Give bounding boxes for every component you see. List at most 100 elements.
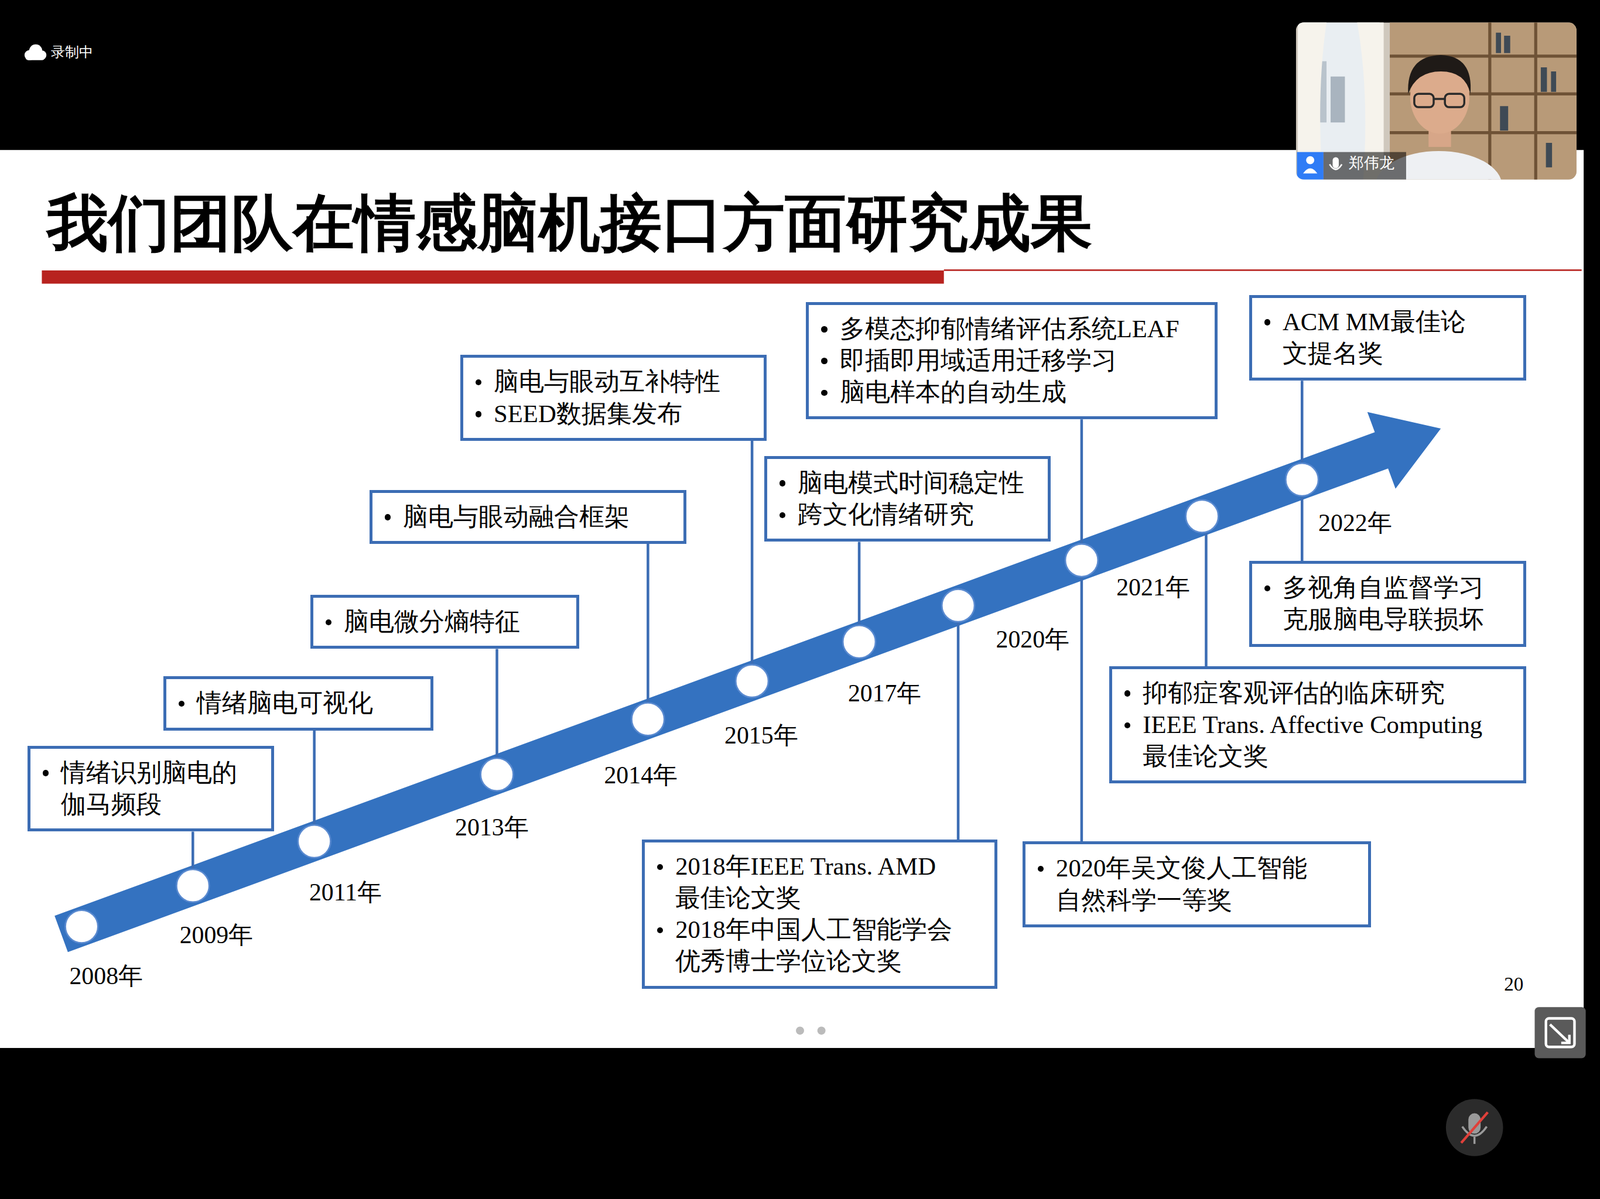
timeline-dot bbox=[480, 758, 514, 792]
year-label: 2011年 bbox=[309, 878, 382, 907]
pagination-dot bbox=[795, 1026, 805, 1035]
bullet-dot bbox=[475, 379, 482, 386]
bullet-item: ACM MM最佳论 文提名奖 bbox=[1264, 306, 1514, 370]
milestone-text: 脑电模式时间稳定性 bbox=[797, 467, 1038, 499]
milestone-box: 脑电微分熵特征 bbox=[310, 595, 580, 649]
slide-ground bbox=[0, 149, 1584, 1049]
milestone-text: 多模态抑郁情绪评估系统LEAF bbox=[839, 313, 1205, 345]
milestone-text: SEED数据集发布 bbox=[493, 398, 754, 430]
year-label: 2022年 bbox=[1318, 508, 1393, 538]
bullet-dot bbox=[1264, 585, 1271, 592]
bullet-dot bbox=[821, 326, 827, 333]
bullet-item: 2020年吴文俊人工智能 自然科学一等奖 bbox=[1037, 852, 1359, 916]
bullet-item: 脑电与眼动融合框架 bbox=[384, 501, 674, 533]
leader-line bbox=[1204, 515, 1208, 667]
milestone-text: 抑郁症客观评估的临床研究 bbox=[1142, 677, 1513, 710]
milestone-box: 脑电与眼动互补特性SEED数据集发布 bbox=[460, 354, 767, 441]
bullet-dot bbox=[325, 619, 332, 626]
slide-title: 我们团队在情感脑机接口方面研究成果 bbox=[46, 187, 1093, 259]
bullet-item: SEED数据集发布 bbox=[475, 398, 754, 430]
bullet-dot bbox=[821, 357, 827, 364]
bullet-dot bbox=[1124, 722, 1131, 729]
timeline-dot bbox=[842, 625, 876, 659]
bullet-dot bbox=[475, 411, 482, 417]
milestone-box: 2018年IEEE Trans. AMD 最佳论文奖2018年中国人工智能学会 … bbox=[641, 839, 998, 990]
leader-line bbox=[956, 605, 960, 841]
year-label: 2013年 bbox=[455, 813, 529, 842]
timeline-dot bbox=[1285, 463, 1319, 497]
milestone-text: 2020年吴文俊人工智能 自然科学一等奖 bbox=[1055, 852, 1358, 916]
leader-line bbox=[495, 649, 499, 775]
year-label: 2015年 bbox=[724, 721, 799, 750]
timeline-dot bbox=[1185, 500, 1219, 533]
bullet-dot bbox=[384, 514, 391, 521]
year-label: 2014年 bbox=[603, 761, 678, 790]
leader-lines bbox=[192, 380, 1302, 887]
bullet-dot bbox=[657, 864, 663, 871]
webcam-thumbnail bbox=[1296, 22, 1577, 180]
year-label: 2017年 bbox=[848, 679, 922, 708]
timeline-dot bbox=[735, 664, 769, 698]
milestone-text: 跨文化情绪研究 bbox=[797, 498, 1038, 531]
milestone-text: 即插即用域适用迁移学习 bbox=[839, 344, 1205, 377]
timeline-dot bbox=[298, 825, 331, 858]
milestone-text: 2018年IEEE Trans. AMD 最佳论文奖 bbox=[675, 850, 984, 915]
recording-cloud-icon bbox=[24, 44, 47, 61]
timeline-dot bbox=[1065, 544, 1099, 577]
year-label: 2020年 bbox=[996, 625, 1070, 654]
annotate-button bbox=[1534, 1007, 1586, 1059]
bullet-dot bbox=[1037, 866, 1044, 873]
page-number: 20 bbox=[1503, 973, 1524, 996]
timeline-dot bbox=[65, 910, 99, 944]
bullet-item: 多模态抑郁情绪评估系统LEAF bbox=[821, 313, 1205, 345]
bullet-item: 情绪脑电可视化 bbox=[178, 687, 420, 720]
timeline-dot bbox=[631, 703, 665, 737]
bullet-item: 多视角自监督学习 克服脑电导联损坏 bbox=[1264, 572, 1514, 636]
recording-status: 录制中 bbox=[50, 43, 94, 61]
timeline-dot bbox=[176, 869, 210, 903]
milestone-text: 脑电样本的自动生成 bbox=[839, 376, 1205, 409]
year-label: 2021年 bbox=[1116, 573, 1191, 602]
bullet-item: 2018年IEEE Trans. AMD 最佳论文奖 bbox=[657, 850, 985, 915]
year-label: 2009年 bbox=[179, 921, 254, 950]
leader-line bbox=[750, 440, 754, 682]
milestone-box: 脑电模式时间稳定性跨文化情绪研究 bbox=[764, 456, 1051, 542]
milestone-box: 多视角自监督学习 克服脑电导联损坏 bbox=[1249, 561, 1527, 647]
milestone-text: ACM MM最佳论 文提名奖 bbox=[1282, 306, 1513, 370]
bullet-item: 脑电微分熵特征 bbox=[325, 606, 567, 638]
title-red-rule bbox=[944, 269, 1582, 272]
mic-muted-button bbox=[1445, 1099, 1504, 1157]
bullet-dot bbox=[779, 512, 786, 519]
milestone-text: 情绪脑电可视化 bbox=[196, 687, 420, 720]
milestone-text: 脑电与眼动融合框架 bbox=[402, 501, 673, 533]
bullet-item: 抑郁症客观评估的临床研究 bbox=[1124, 677, 1513, 710]
bullet-item: 2018年中国人工智能学会 优秀博士学位论文奖 bbox=[657, 914, 985, 978]
milestone-text: 2018年中国人工智能学会 优秀博士学位论文奖 bbox=[675, 914, 984, 978]
milestone-box: ACM MM最佳论 文提名奖 bbox=[1249, 295, 1527, 381]
bullet-item: IEEE Trans. Affective Computing 最佳论文奖 bbox=[1124, 709, 1513, 773]
milestone-box: 脑电与眼动融合框架 bbox=[369, 490, 687, 545]
bullet-dot bbox=[779, 480, 786, 487]
speaker-name: 郑伟龙 bbox=[1348, 154, 1395, 172]
bullet-item: 脑电模式时间稳定性 bbox=[779, 467, 1038, 499]
leader-line bbox=[646, 544, 650, 719]
milestone-text: 情绪识别脑电的 伽马频段 bbox=[60, 757, 261, 821]
bullet-dot bbox=[178, 701, 185, 707]
bullet-item: 脑电与眼动互补特性 bbox=[475, 366, 754, 398]
bullet-dot bbox=[657, 927, 663, 934]
bullet-dot bbox=[821, 390, 827, 396]
leader-line bbox=[1080, 419, 1084, 843]
timeline-dot bbox=[941, 589, 975, 622]
milestone-text: 脑电与眼动互补特性 bbox=[493, 366, 754, 398]
milestone-text: 多视角自监督学习 克服脑电导联损坏 bbox=[1282, 572, 1513, 636]
bullet-dot bbox=[42, 770, 49, 776]
milestone-box: 抑郁症客观评估的临床研究IEEE Trans. Affective Comput… bbox=[1109, 666, 1527, 784]
year-label: 2008年 bbox=[69, 962, 143, 991]
title-red-bar bbox=[41, 270, 944, 285]
bullet-item: 情绪识别脑电的 伽马频段 bbox=[42, 757, 261, 821]
milestone-box: 多模态抑郁情绪评估系统LEAF即插即用域适用迁移学习脑电样本的自动生成 bbox=[805, 302, 1218, 420]
bullet-dot bbox=[1124, 690, 1131, 697]
bullet-item: 脑电样本的自动生成 bbox=[821, 376, 1205, 409]
milestone-text: 脑电微分熵特征 bbox=[343, 606, 566, 638]
